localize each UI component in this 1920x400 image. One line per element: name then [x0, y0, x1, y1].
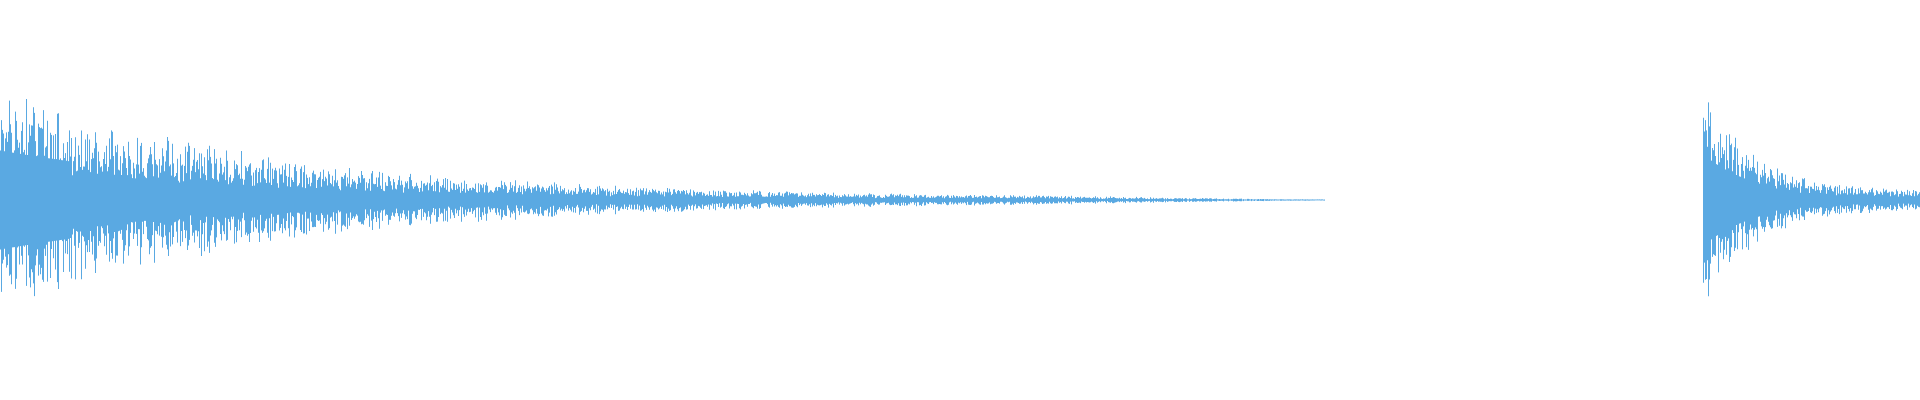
waveform-core-1: [0, 150, 70, 250]
waveform-clip-2[interactable]: [1703, 102, 1920, 297]
waveform-clip-1[interactable]: [0, 99, 1325, 297]
waveform-core-2: [1703, 154, 1773, 246]
waveform-peaks-1: [0, 99, 1325, 297]
